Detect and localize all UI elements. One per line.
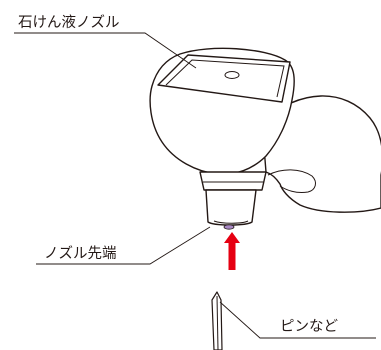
soap-nozzle-leader <box>14 32 197 69</box>
faucet-body <box>261 95 381 213</box>
soap-nozzle-label: 石けん液ノズル <box>18 14 120 31</box>
nozzle-tip-point <box>223 224 235 230</box>
pin-label: ピンなど <box>280 318 338 335</box>
faucet-neck-joint <box>267 169 316 193</box>
nozzle-spout <box>205 189 257 226</box>
push-arrow <box>224 232 240 270</box>
nozzle-top-panel-inner <box>165 59 285 98</box>
nozzle-top-button <box>224 71 240 79</box>
nozzle-collar <box>199 171 267 191</box>
pin-center <box>216 295 219 350</box>
nozzle-spout-shade <box>213 220 249 224</box>
nozzle-tip-label: ノズル先端 <box>44 245 117 262</box>
pin-leader <box>219 301 376 339</box>
nozzle-tip-leader <box>36 226 211 265</box>
nozzle-top-panel <box>157 54 291 103</box>
